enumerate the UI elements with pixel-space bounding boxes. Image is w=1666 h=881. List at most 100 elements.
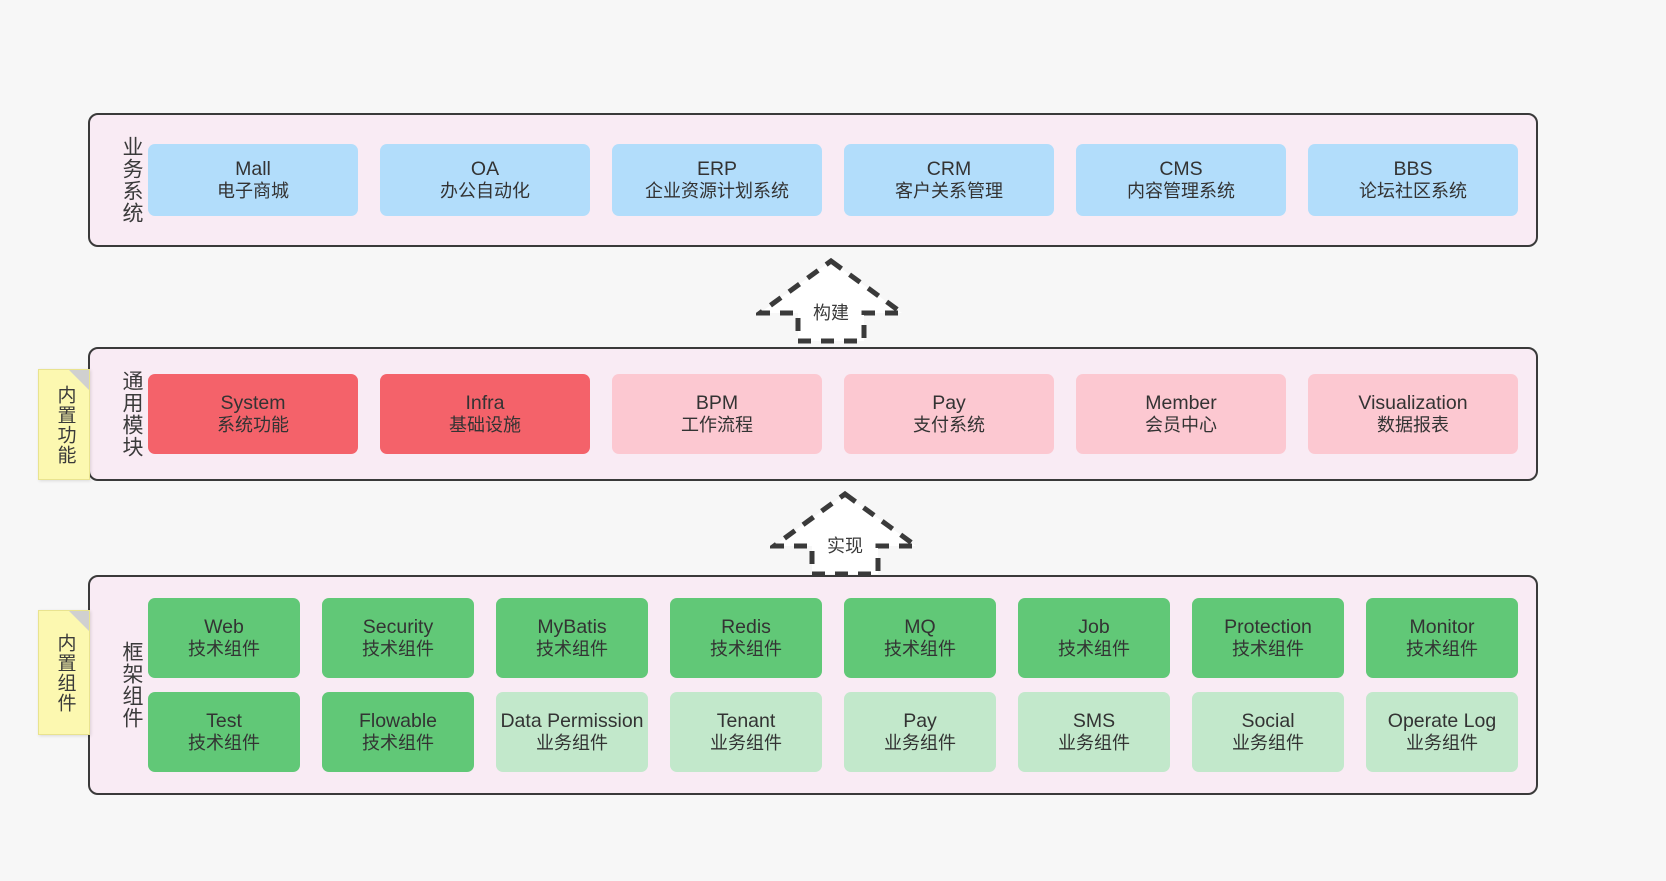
layer-business-systems: 业务系统 Mall 电子商城 OA 办公自动化 ERP 企业资源计划系统 CRM… — [88, 113, 1538, 247]
sticky-note-builtin-components: 内置组件 — [38, 610, 90, 735]
node-label-cn: 业务组件 — [1058, 732, 1130, 753]
node-label-en: System — [220, 391, 286, 414]
node-label-cn: 技术组件 — [1232, 638, 1304, 659]
node-mq[interactable]: MQ 技术组件 — [844, 598, 996, 678]
node-job[interactable]: Job 技术组件 — [1018, 598, 1170, 678]
node-data-permission[interactable]: Data Permission 业务组件 — [496, 692, 648, 772]
node-label-en: Protection — [1224, 615, 1312, 638]
node-mall[interactable]: Mall 电子商城 — [148, 144, 358, 216]
node-label-en: CRM — [926, 157, 972, 180]
node-system[interactable]: System 系统功能 — [148, 374, 358, 454]
cell-row: Mall 电子商城 OA 办公自动化 ERP 企业资源计划系统 CRM 客户关系… — [148, 144, 1518, 216]
node-label-en: BPM — [695, 391, 739, 414]
node-label-cn: 业务组件 — [536, 732, 608, 753]
layer-framework-components: 框架组件 Web 技术组件 Security 技术组件 MyBatis 技术组件… — [88, 575, 1538, 795]
layer-business-cells: Mall 电子商城 OA 办公自动化 ERP 企业资源计划系统 CRM 客户关系… — [142, 115, 1536, 245]
node-label-cn: 技术组件 — [188, 638, 260, 659]
node-label-cn: 支付系统 — [913, 414, 985, 435]
node-test[interactable]: Test 技术组件 — [148, 692, 300, 772]
node-label-en: Flowable — [358, 709, 438, 732]
arrow-build: 构建 — [756, 255, 906, 345]
layer-title-business: 业务系统 — [120, 136, 143, 224]
node-label-en: Operate Log — [1387, 709, 1497, 732]
node-label-cn: 企业资源计划系统 — [645, 180, 789, 201]
node-label-cn: 办公自动化 — [440, 180, 530, 201]
node-label-en: Pay — [932, 391, 966, 414]
node-label-cn: 客户关系管理 — [895, 180, 1003, 201]
layer-common-cells: System 系统功能 Infra 基础设施 BPM 工作流程 Pay 支付系统… — [142, 349, 1536, 479]
node-label-cn: 技术组件 — [1406, 638, 1478, 659]
sticky-note-builtin-features: 内置功能 — [38, 369, 90, 480]
node-visualization[interactable]: Visualization 数据报表 — [1308, 374, 1518, 454]
node-label-en: Monitor — [1409, 615, 1475, 638]
layer-framework-cells: Web 技术组件 Security 技术组件 MyBatis 技术组件 Redi… — [142, 577, 1536, 793]
node-web[interactable]: Web 技术组件 — [148, 598, 300, 678]
node-label-cn: 基础设施 — [449, 414, 521, 435]
node-label-cn: 业务组件 — [884, 732, 956, 753]
layer-title-framework: 框架组件 — [120, 641, 143, 729]
node-label-en: Test — [206, 709, 242, 732]
node-pay-module[interactable]: Pay 支付系统 — [844, 374, 1054, 454]
node-label-cn: 技术组件 — [710, 638, 782, 659]
node-label-en: MQ — [904, 615, 936, 638]
node-label-cn: 技术组件 — [362, 638, 434, 659]
node-label-cn: 技术组件 — [188, 732, 260, 753]
node-member[interactable]: Member 会员中心 — [1076, 374, 1286, 454]
node-label-en: ERP — [696, 157, 738, 180]
node-sms[interactable]: SMS 业务组件 — [1018, 692, 1170, 772]
node-label-en: Social — [1241, 709, 1295, 732]
node-label-en: Mall — [235, 157, 271, 180]
node-label-en: Security — [362, 615, 434, 638]
node-label-cn: 业务组件 — [1232, 732, 1304, 753]
node-label-cn: 业务组件 — [710, 732, 782, 753]
node-label-cn: 工作流程 — [681, 414, 753, 435]
node-tenant[interactable]: Tenant 业务组件 — [670, 692, 822, 772]
node-label-en: SMS — [1072, 709, 1116, 732]
node-label-cn: 技术组件 — [536, 638, 608, 659]
node-infra[interactable]: Infra 基础设施 — [380, 374, 590, 454]
node-label-en: OA — [470, 157, 500, 180]
layer-common-modules: 通用模块 System 系统功能 Infra 基础设施 BPM 工作流程 Pay… — [88, 347, 1538, 481]
node-label-cn: 系统功能 — [217, 414, 289, 435]
node-label-en: Visualization — [1358, 391, 1468, 414]
node-pay-component[interactable]: Pay 业务组件 — [844, 692, 996, 772]
node-oa[interactable]: OA 办公自动化 — [380, 144, 590, 216]
node-label-cn: 数据报表 — [1377, 414, 1449, 435]
node-bpm[interactable]: BPM 工作流程 — [612, 374, 822, 454]
node-bbs[interactable]: BBS 论坛社区系统 — [1308, 144, 1518, 216]
node-label-en: Data Permission — [500, 709, 644, 732]
node-label-en: CMS — [1159, 157, 1203, 180]
cell-row: Web 技术组件 Security 技术组件 MyBatis 技术组件 Redi… — [148, 598, 1518, 678]
node-label-en: Pay — [903, 709, 937, 732]
node-label-cn: 会员中心 — [1145, 414, 1217, 435]
node-monitor[interactable]: Monitor 技术组件 — [1366, 598, 1518, 678]
node-security[interactable]: Security 技术组件 — [322, 598, 474, 678]
layer-title-common: 通用模块 — [120, 370, 143, 458]
node-label-cn: 技术组件 — [1058, 638, 1130, 659]
node-operate-log[interactable]: Operate Log 业务组件 — [1366, 692, 1518, 772]
cell-row: System 系统功能 Infra 基础设施 BPM 工作流程 Pay 支付系统… — [148, 374, 1518, 454]
node-label-en: Redis — [721, 615, 771, 638]
sticky-note-label: 内置组件 — [54, 632, 76, 713]
node-label-en: Web — [204, 615, 244, 638]
node-erp[interactable]: ERP 企业资源计划系统 — [612, 144, 822, 216]
node-label-cn: 内容管理系统 — [1127, 180, 1235, 201]
sticky-note-label: 内置功能 — [54, 384, 76, 465]
node-redis[interactable]: Redis 技术组件 — [670, 598, 822, 678]
node-label-en: MyBatis — [537, 615, 607, 638]
node-label-cn: 论坛社区系统 — [1359, 180, 1467, 201]
cell-row: Test 技术组件 Flowable 技术组件 Data Permission … — [148, 692, 1518, 772]
node-mybatis[interactable]: MyBatis 技术组件 — [496, 598, 648, 678]
node-social[interactable]: Social 业务组件 — [1192, 692, 1344, 772]
node-label-cn: 电子商城 — [217, 180, 289, 201]
node-label-cn: 业务组件 — [1406, 732, 1478, 753]
node-label-en: Infra — [465, 391, 505, 414]
node-label-en: Tenant — [716, 709, 776, 732]
node-protection[interactable]: Protection 技术组件 — [1192, 598, 1344, 678]
node-label-cn: 技术组件 — [362, 732, 434, 753]
arrow-implement: 实现 — [770, 488, 920, 578]
node-flowable[interactable]: Flowable 技术组件 — [322, 692, 474, 772]
node-crm[interactable]: CRM 客户关系管理 — [844, 144, 1054, 216]
node-cms[interactable]: CMS 内容管理系统 — [1076, 144, 1286, 216]
